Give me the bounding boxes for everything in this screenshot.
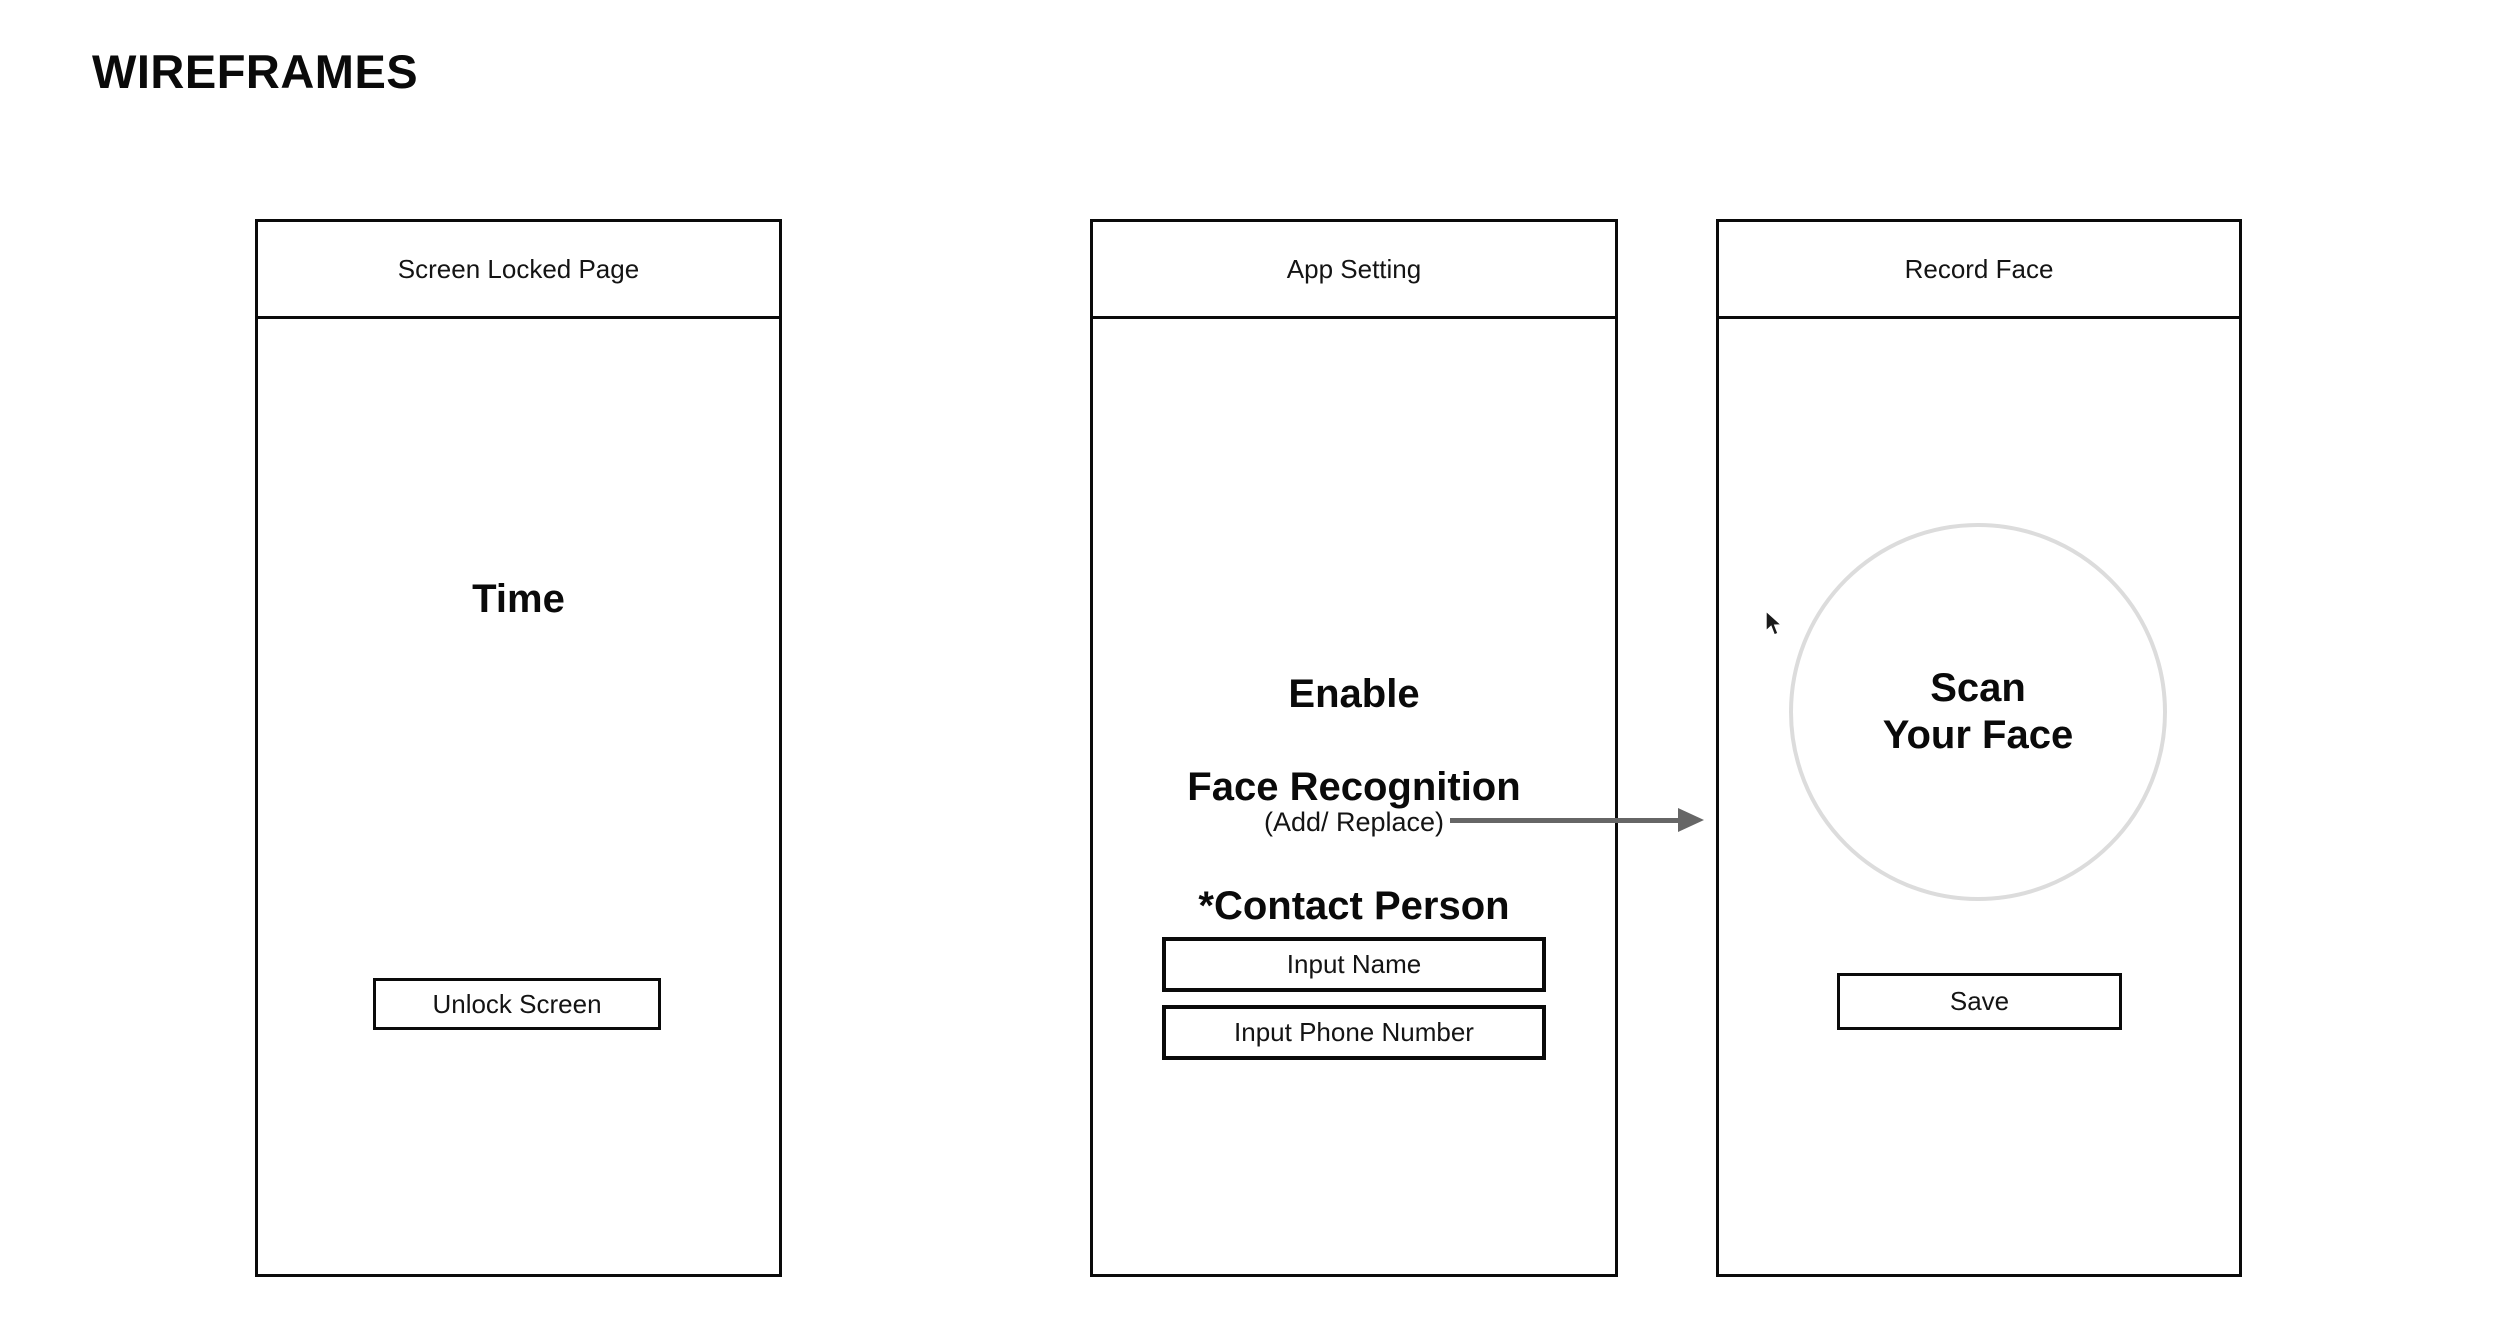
- time-label: Time: [472, 577, 565, 621]
- wireframe-record-face: Record Face Scan Your Face Save: [1716, 219, 2242, 1277]
- face-scan-circle[interactable]: Scan Your Face: [1789, 523, 2167, 901]
- arrow-shaft: [1450, 818, 1682, 823]
- frame-header-record-face: Record Face: [1719, 222, 2239, 319]
- frame-title: Screen Locked Page: [397, 253, 640, 284]
- flow-arrow-right-icon: [1450, 808, 1706, 832]
- frame-title: App Setting: [1286, 253, 1422, 284]
- mouse-pointer-icon: [1765, 609, 1784, 636]
- page-title: WIREFRAMES: [92, 45, 419, 98]
- frame-header-app-setting: App Setting: [1093, 222, 1615, 319]
- scan-your-face-label: Scan Your Face: [1882, 666, 2074, 757]
- enable-label: Enable: [1288, 672, 1420, 716]
- frame-header-screen-locked: Screen Locked Page: [258, 222, 779, 319]
- arrow-head: [1678, 808, 1704, 832]
- wireframe-app-setting: App Setting Enable Face Recognition (Add…: [1090, 219, 1618, 1277]
- wireframe-screen-locked-page: Screen Locked Page Time Unlock Screen: [255, 219, 782, 1277]
- contact-person-label: *Contact Person: [1198, 884, 1510, 928]
- input-phone-number-field[interactable]: Input Phone Number: [1162, 1005, 1546, 1060]
- frame-title: Record Face: [1904, 253, 2054, 284]
- unlock-screen-button[interactable]: Unlock Screen: [373, 978, 661, 1030]
- input-name-field[interactable]: Input Name: [1162, 937, 1546, 992]
- add-replace-label[interactable]: (Add/ Replace): [1263, 807, 1445, 837]
- face-recognition-label[interactable]: Face Recognition: [1187, 765, 1521, 809]
- save-button[interactable]: Save: [1837, 973, 2122, 1030]
